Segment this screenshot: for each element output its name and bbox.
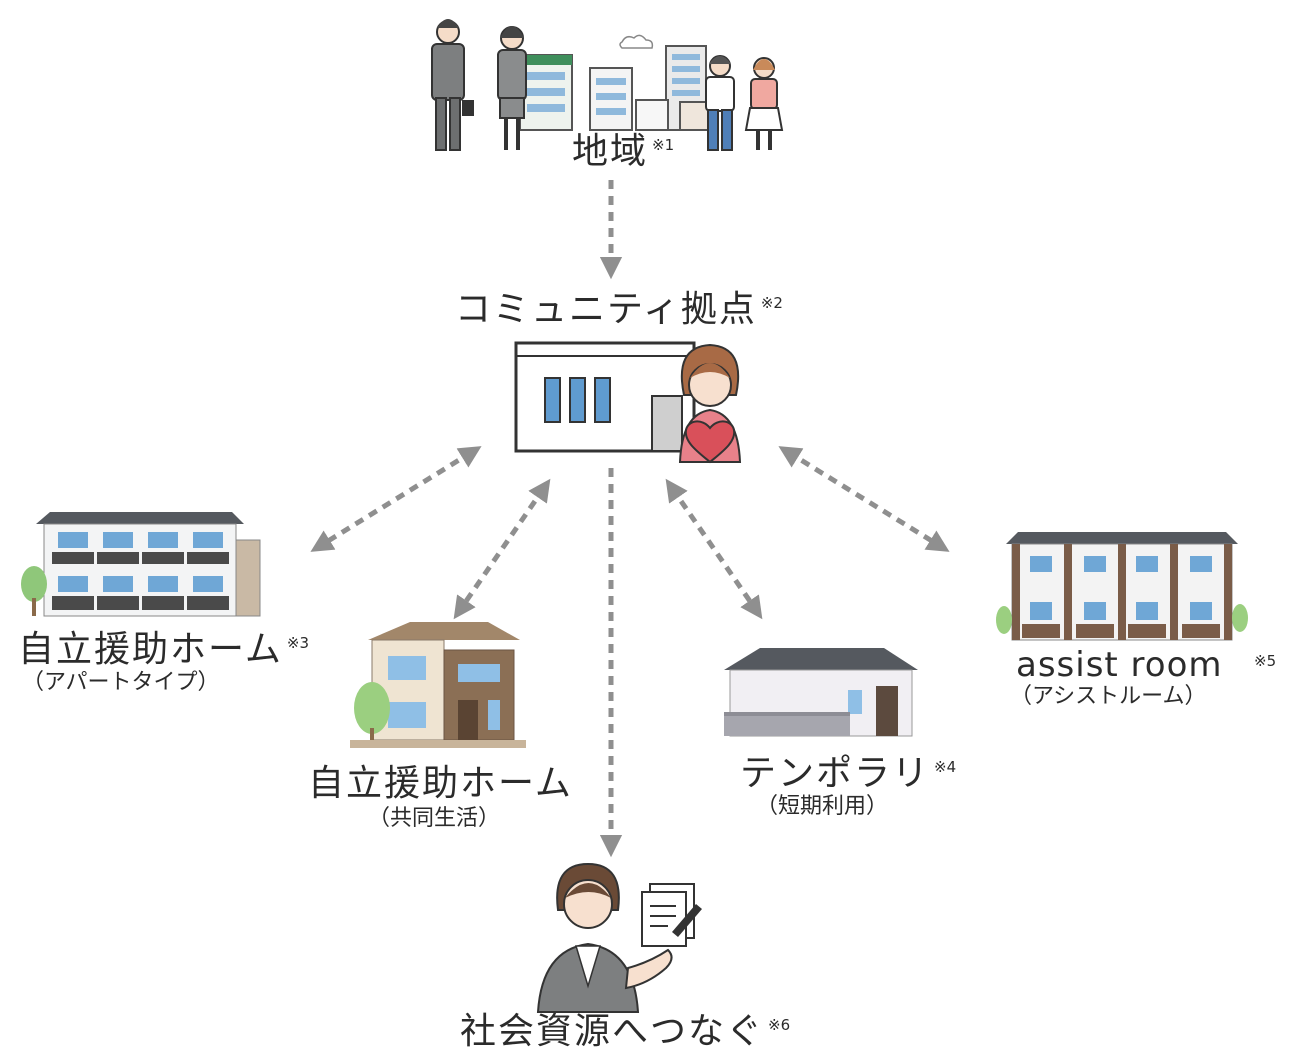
temporary-note: ※4	[934, 758, 957, 776]
temporary-illustration	[724, 648, 918, 737]
arrow-hub-assist-room	[778, 446, 950, 552]
assist-room-illustration	[996, 532, 1248, 641]
apartment-label-text: 自立援助ホーム	[18, 629, 283, 670]
region-illustration	[431, 19, 784, 151]
assist-room-label: assist room	[1016, 645, 1223, 685]
arrow-hub-apartment	[310, 446, 482, 552]
hub-label-text: コミュニティ拠点	[455, 289, 757, 330]
apartment-illustration	[21, 512, 261, 617]
social-label-text: 社会資源へつなぐ	[460, 1011, 765, 1052]
assist-room-sublabel: （アシストルーム）	[1010, 684, 1207, 709]
region-label: 地域※1	[572, 134, 674, 170]
group-home-label-text: 自立援助ホーム	[308, 763, 573, 804]
temporary-sublabel: （短期利用）	[756, 794, 889, 819]
assist-room-note: ※5	[1254, 652, 1277, 670]
group-home-illustration	[350, 622, 526, 748]
social-worker-illustration	[536, 862, 702, 1013]
apartment-note: ※3	[286, 634, 310, 652]
region-label-text: 地域	[572, 131, 649, 172]
social-note: ※6	[768, 1016, 791, 1034]
apartment-label: 自立援助ホーム※3	[18, 632, 309, 668]
group-home-sublabel: （共同生活）	[368, 806, 501, 831]
hub-illustration	[514, 341, 742, 464]
temporary-label-text: テンポラリ	[740, 753, 931, 794]
temporary-label: テンポラリ※4	[740, 756, 956, 792]
arrow-hub-temporary	[665, 478, 763, 620]
group-home-label: 自立援助ホーム	[308, 766, 573, 802]
region-note: ※1	[652, 136, 675, 154]
hub-note: ※2	[760, 294, 783, 312]
arrow-hub-group-home	[453, 478, 551, 620]
hub-label: コミュニティ拠点※2	[455, 292, 783, 328]
apartment-sublabel: （アパートタイプ）	[22, 670, 220, 695]
social-label: 社会資源へつなぐ※6	[460, 1014, 790, 1050]
